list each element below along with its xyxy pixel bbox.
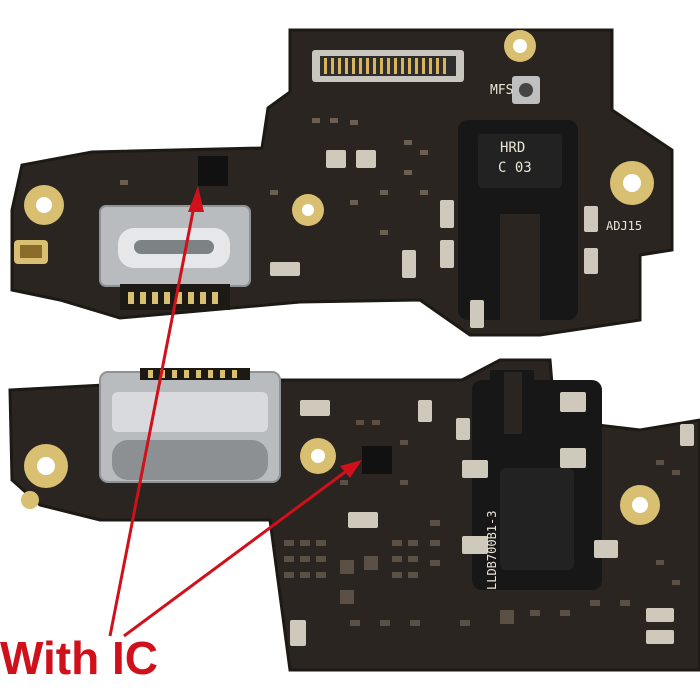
top-smd-components [120, 118, 428, 235]
arrowhead-top [188, 186, 204, 212]
connector-pins [324, 58, 446, 74]
mfs-marking: MFS [490, 83, 513, 98]
with-ic-callout: With IC [0, 632, 158, 684]
bottom-gold-pads [290, 392, 694, 646]
top-ic-chip [198, 156, 228, 186]
arrow-to-top-ic [108, 195, 198, 637]
arrowhead-bottom [340, 460, 362, 478]
arrow-to-bottom-ic [123, 462, 357, 638]
top-mount-holes [24, 30, 654, 226]
top-headphone-jack [458, 120, 578, 320]
top-charging-board: HRD C 03 MFS ADJ15 [10, 28, 674, 337]
jack-marking-2: C 03 [498, 160, 532, 176]
board-code-marking: LLDB700B1-3 [485, 511, 499, 590]
bottom-headphone-jack [472, 370, 602, 590]
bottom-mount-holes [21, 438, 660, 525]
jack-marking-1: HRD [500, 140, 525, 156]
adj-marking: ADJ15 [606, 219, 642, 233]
bottom-charging-board: LLDB700B1-3 [8, 358, 700, 672]
top-gold-pads [270, 150, 598, 328]
bottom-smd-components [284, 420, 680, 626]
callout-arrows [108, 195, 357, 638]
bottom-ic-chip [362, 446, 392, 474]
